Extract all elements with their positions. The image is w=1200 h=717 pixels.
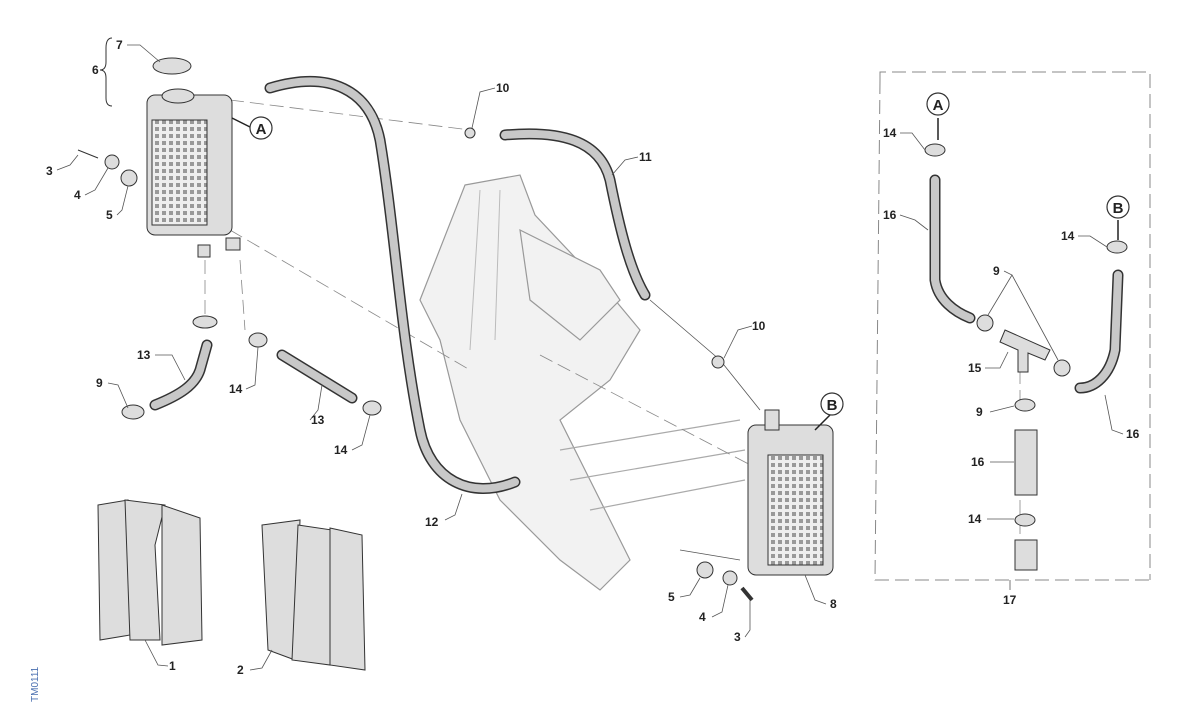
svg-text:B: B [827, 397, 838, 414]
label-16: 16 [971, 455, 985, 469]
label-14: 14 [229, 382, 243, 396]
label-10: 10 [752, 319, 766, 333]
svg-text:A: A [256, 121, 267, 138]
label-14: 14 [334, 443, 348, 457]
right-radiator [747, 409, 834, 576]
detail-box-17 [874, 71, 1151, 581]
radiator-guard-2 [261, 519, 366, 671]
hose-13-bent [149, 339, 213, 411]
radiator-guard-1 [97, 499, 203, 646]
label-14: 14 [883, 126, 897, 140]
hose-11 [499, 128, 651, 301]
left-mount-parts [77, 149, 138, 187]
label-14: 14 [968, 512, 982, 526]
callout-b-right: B [814, 392, 844, 431]
label-9: 9 [96, 376, 103, 390]
radiator-cap [152, 57, 192, 75]
label-5: 5 [668, 590, 675, 604]
label-11: 11 [639, 150, 652, 164]
label-14: 14 [1061, 229, 1075, 243]
hose-clamps-left [121, 127, 725, 420]
label-16: 16 [883, 208, 897, 222]
label-2: 2 [237, 663, 244, 677]
label-9: 9 [976, 405, 983, 419]
label-13: 13 [137, 348, 151, 362]
svg-text:B: B [1113, 200, 1124, 217]
callout-b-detail: B [1106, 195, 1130, 219]
leader-lines [56, 44, 1124, 671]
bracket-6 [99, 37, 113, 107]
label-13: 13 [311, 413, 325, 427]
callout-a-detail: A [926, 92, 950, 116]
label-10: 10 [496, 81, 510, 95]
motorcycle-frame [419, 174, 746, 591]
label-17: 17 [1003, 593, 1017, 607]
label-8: 8 [830, 597, 837, 611]
part-number-labels: 7 6 3 4 5 10 11 13 9 14 13 14 12 10 5 4 … [46, 38, 1140, 677]
svg-text:A: A [933, 97, 944, 114]
label-4: 4 [74, 188, 81, 202]
label-9: 9 [993, 264, 1000, 278]
left-radiator [146, 88, 241, 258]
label-3: 3 [46, 164, 53, 178]
callout-a-left: A [231, 116, 273, 140]
label-15: 15 [968, 361, 982, 375]
label-12: 12 [425, 515, 439, 529]
hose-12 [264, 76, 521, 494]
label-5: 5 [106, 208, 113, 222]
label-3: 3 [734, 630, 741, 644]
hose-13-straight [276, 349, 358, 404]
figure-id: TM0111 [30, 666, 41, 702]
label-16: 16 [1126, 427, 1140, 441]
label-1: 1 [169, 659, 176, 673]
right-mount-parts [696, 561, 754, 602]
label-6: 6 [92, 63, 99, 77]
label-7: 7 [116, 38, 123, 52]
label-4: 4 [699, 610, 706, 624]
